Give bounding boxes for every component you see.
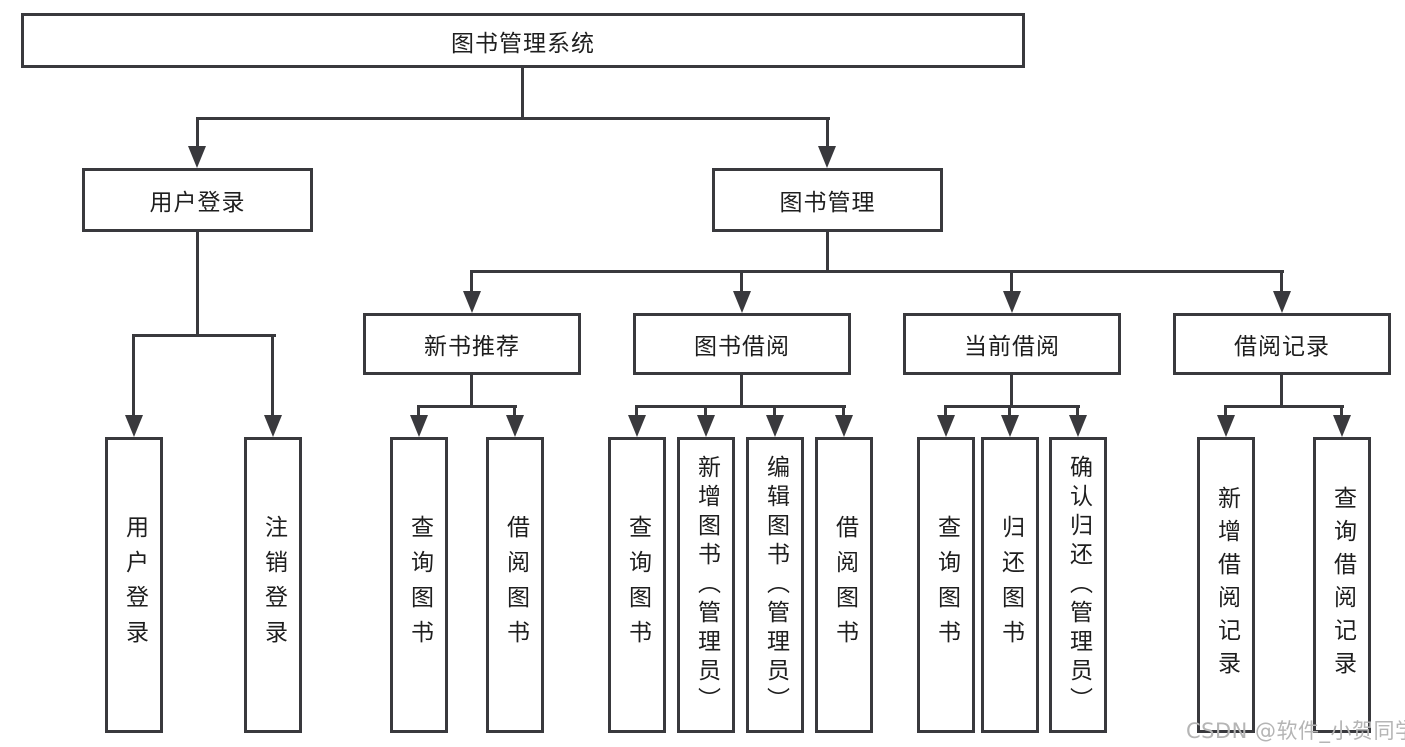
leaf-current-query: 查询图书 (917, 437, 975, 733)
arrow-to-leaf-logout (264, 415, 282, 437)
arrow-to-cb-query (937, 415, 955, 437)
node-new-books: 新书推荐 (363, 313, 581, 375)
leaf-current-return: 归还图书 (981, 437, 1039, 733)
leaf-borrow-edit-label: 编辑图书（管理员） (762, 454, 789, 716)
leaf-logout: 注销登录 (244, 437, 302, 733)
node-user-login: 用户登录 (82, 168, 313, 232)
leaf-borrow-query: 查询图书 (608, 437, 666, 733)
connector-book-borrow-bar (635, 405, 846, 408)
connector-to-book-mgmt (826, 117, 829, 148)
leaf-records-add: 新增借阅记录 (1197, 437, 1255, 733)
arrow-to-user-login (188, 146, 206, 168)
arrow-to-book-mgmt (818, 146, 836, 168)
connector-stub-bb-query (635, 405, 638, 417)
leaf-user-login: 用户登录 (105, 437, 163, 733)
connector-stub-nb-query (417, 405, 420, 417)
arrow-to-current-borrow (1003, 291, 1021, 313)
leaf-newbooks-query-label: 查询图书 (406, 515, 433, 655)
arrow-to-borrow-records (1273, 291, 1291, 313)
connector-stub-bb-borrow (842, 405, 845, 417)
arrow-to-br-query (1333, 415, 1351, 437)
connector-book-mgmt-bar (470, 270, 1284, 273)
leaf-newbooks-borrow-label: 借阅图书 (502, 515, 529, 655)
connector-root-bar (196, 117, 830, 120)
node-book-borrow-label: 图书借阅 (694, 334, 790, 360)
connector-book-borrow-stem (740, 375, 743, 408)
leaf-records-query: 查询借阅记录 (1313, 437, 1371, 733)
connector-to-user-login (196, 117, 199, 148)
arrow-to-new-books (463, 291, 481, 313)
connector-current-borrow-bar (944, 405, 1080, 408)
arrow-to-cb-return (1001, 415, 1019, 437)
arrow-to-book-borrow (733, 291, 751, 313)
node-root-label: 图书管理系统 (451, 30, 595, 57)
connector-user-login-stem (196, 232, 199, 336)
connector-stub-bb-edit (773, 405, 776, 417)
connector-root-stem (521, 68, 524, 119)
node-borrow-records-label: 借阅记录 (1234, 334, 1330, 360)
arrow-to-leaf-login (125, 415, 143, 437)
connector-stub-bb-add (704, 405, 707, 417)
arrow-to-nb-borrow (506, 415, 524, 437)
node-book-mgmt-label: 图书管理 (779, 190, 876, 216)
leaf-borrow-edit: 编辑图书（管理员） (746, 437, 804, 733)
connector-borrow-records-stem (1280, 375, 1283, 408)
connector-user-login-bar (132, 334, 276, 337)
node-borrow-records: 借阅记录 (1173, 313, 1391, 375)
leaf-borrow-borrow-label: 借阅图书 (831, 515, 858, 655)
arrow-to-nb-query (410, 415, 428, 437)
leaf-borrow-add-label: 新增图书（管理员） (693, 454, 720, 716)
arrow-to-bb-add (697, 415, 715, 437)
csdn-watermark: CSDN @软件_小贺同学 (1186, 719, 1405, 743)
connector-borrow-records-bar (1224, 405, 1344, 408)
arrow-to-bb-borrow (835, 415, 853, 437)
connector-stub-br-add (1224, 405, 1227, 417)
node-current-borrow: 当前借阅 (903, 313, 1121, 375)
connector-to-leaf-logout (271, 334, 274, 416)
connector-to-new-books (470, 270, 473, 293)
connector-stub-cb-query (944, 405, 947, 417)
node-book-mgmt: 图书管理 (712, 168, 943, 232)
node-root: 图书管理系统 (21, 13, 1025, 68)
connector-current-borrow-stem (1010, 375, 1013, 408)
connector-new-books-bar (417, 405, 517, 408)
leaf-newbooks-query: 查询图书 (390, 437, 448, 733)
leaf-current-confirm-label: 确认归还（管理员） (1065, 454, 1092, 716)
leaf-user-login-label: 用户登录 (121, 515, 148, 655)
connector-stub-br-query (1340, 405, 1343, 417)
node-book-borrow: 图书借阅 (633, 313, 851, 375)
arrow-to-br-add (1217, 415, 1235, 437)
leaf-current-return-label: 归还图书 (997, 515, 1024, 655)
arrow-to-cb-confirm (1069, 415, 1087, 437)
leaf-records-query-label: 查询借阅记录 (1329, 486, 1356, 684)
connector-new-books-stem (470, 375, 473, 408)
node-current-borrow-label: 当前借阅 (964, 334, 1060, 360)
leaf-current-confirm: 确认归还（管理员） (1049, 437, 1107, 733)
connector-stub-cb-confirm (1076, 405, 1079, 417)
leaf-newbooks-borrow: 借阅图书 (486, 437, 544, 733)
connector-stub-cb-return (1008, 405, 1011, 417)
connector-stub-nb-borrow (513, 405, 516, 417)
connector-to-borrow-records (1280, 270, 1283, 293)
arrow-to-bb-edit (766, 415, 784, 437)
leaf-records-add-label: 新增借阅记录 (1213, 486, 1240, 684)
node-user-login-label: 用户登录 (149, 190, 246, 216)
leaf-current-query-label: 查询图书 (933, 515, 960, 655)
connector-to-book-borrow (740, 270, 743, 293)
leaf-borrow-add: 新增图书（管理员） (677, 437, 735, 733)
connector-book-mgmt-stem (826, 232, 829, 273)
leaf-borrow-borrow: 借阅图书 (815, 437, 873, 733)
leaf-logout-label: 注销登录 (260, 515, 287, 655)
node-new-books-label: 新书推荐 (424, 334, 520, 360)
connector-to-current-borrow (1010, 270, 1013, 293)
leaf-borrow-query-label: 查询图书 (624, 515, 651, 655)
connector-to-leaf-login (132, 334, 135, 416)
arrow-to-bb-query (628, 415, 646, 437)
